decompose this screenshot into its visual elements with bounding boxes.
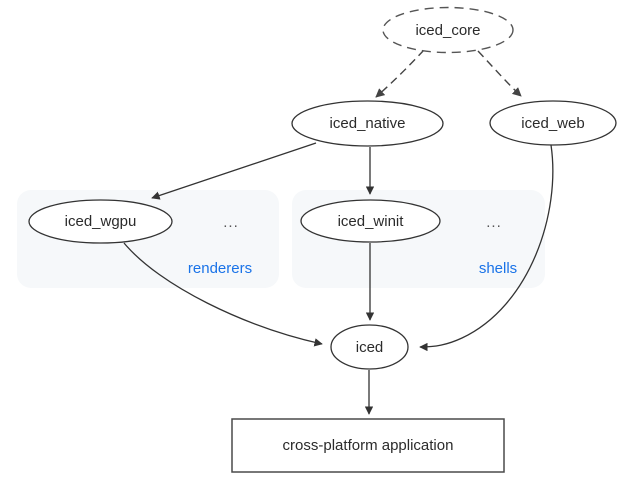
node-application-shape[interactable] <box>231 418 505 473</box>
node-iced-core-label: iced_core <box>415 22 480 39</box>
node-iced-winit-label: iced_winit <box>338 213 405 230</box>
node-iced[interactable]: iced <box>330 324 409 370</box>
edge-iced-wgpu-to-iced <box>123 242 323 347</box>
node-iced-native-label: iced_native <box>330 115 406 132</box>
edge-iced-native-to-iced-wgpu <box>151 142 317 200</box>
node-iced-core[interactable]: iced_core <box>382 6 514 54</box>
node-iced-native-shape[interactable] <box>291 100 444 147</box>
node-iced-wgpu[interactable]: iced_wgpu <box>28 199 173 244</box>
edge-iced-core-to-iced-native <box>375 49 425 98</box>
node-iced-shape[interactable] <box>330 324 409 370</box>
node-iced-web-shape[interactable] <box>489 100 617 146</box>
node-iced-wgpu-shape[interactable] <box>28 199 173 244</box>
cluster-shells-label: shells <box>479 260 517 277</box>
node-iced-native[interactable]: iced_native <box>291 100 444 147</box>
node-iced-core-shape[interactable] <box>382 6 514 54</box>
node-iced-wgpu-label: iced_wgpu <box>65 213 137 230</box>
node-application-label: cross-platform application <box>283 437 454 454</box>
node-iced-web[interactable]: iced_web <box>489 100 617 146</box>
cluster-shells-ellipsis: ... <box>486 214 502 231</box>
node-cross-platform-application[interactable]: cross-platform application <box>231 418 505 473</box>
node-iced-winit[interactable]: iced_winit <box>300 199 441 243</box>
node-iced-label: iced <box>356 339 384 356</box>
node-iced-winit-shape[interactable] <box>300 199 441 243</box>
node-iced-web-label: iced_web <box>521 115 584 132</box>
edge-iced-core-to-iced-web <box>477 50 522 97</box>
cluster-renderers-label: renderers <box>188 260 252 277</box>
edge-iced-web-to-iced <box>419 144 554 352</box>
cluster-renderers-ellipsis: ... <box>223 214 239 231</box>
